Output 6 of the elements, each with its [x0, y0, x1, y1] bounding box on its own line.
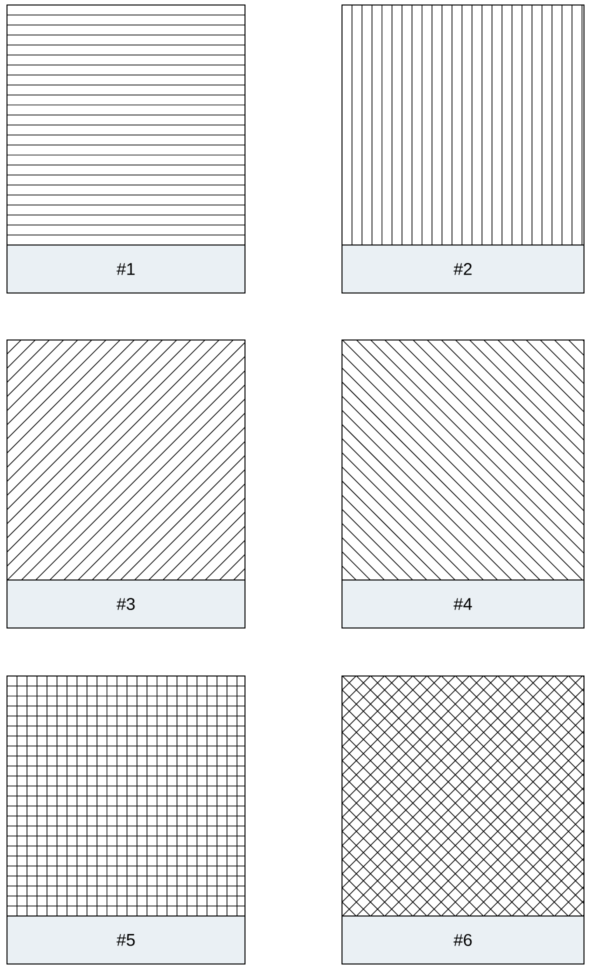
label-band: #3 [6, 580, 246, 628]
label-band: #1 [6, 244, 246, 294]
label-band: #5 [6, 915, 246, 964]
label-band: #6 [342, 915, 584, 964]
label-band: #4 [342, 580, 584, 628]
label-band: #2 [342, 244, 584, 294]
